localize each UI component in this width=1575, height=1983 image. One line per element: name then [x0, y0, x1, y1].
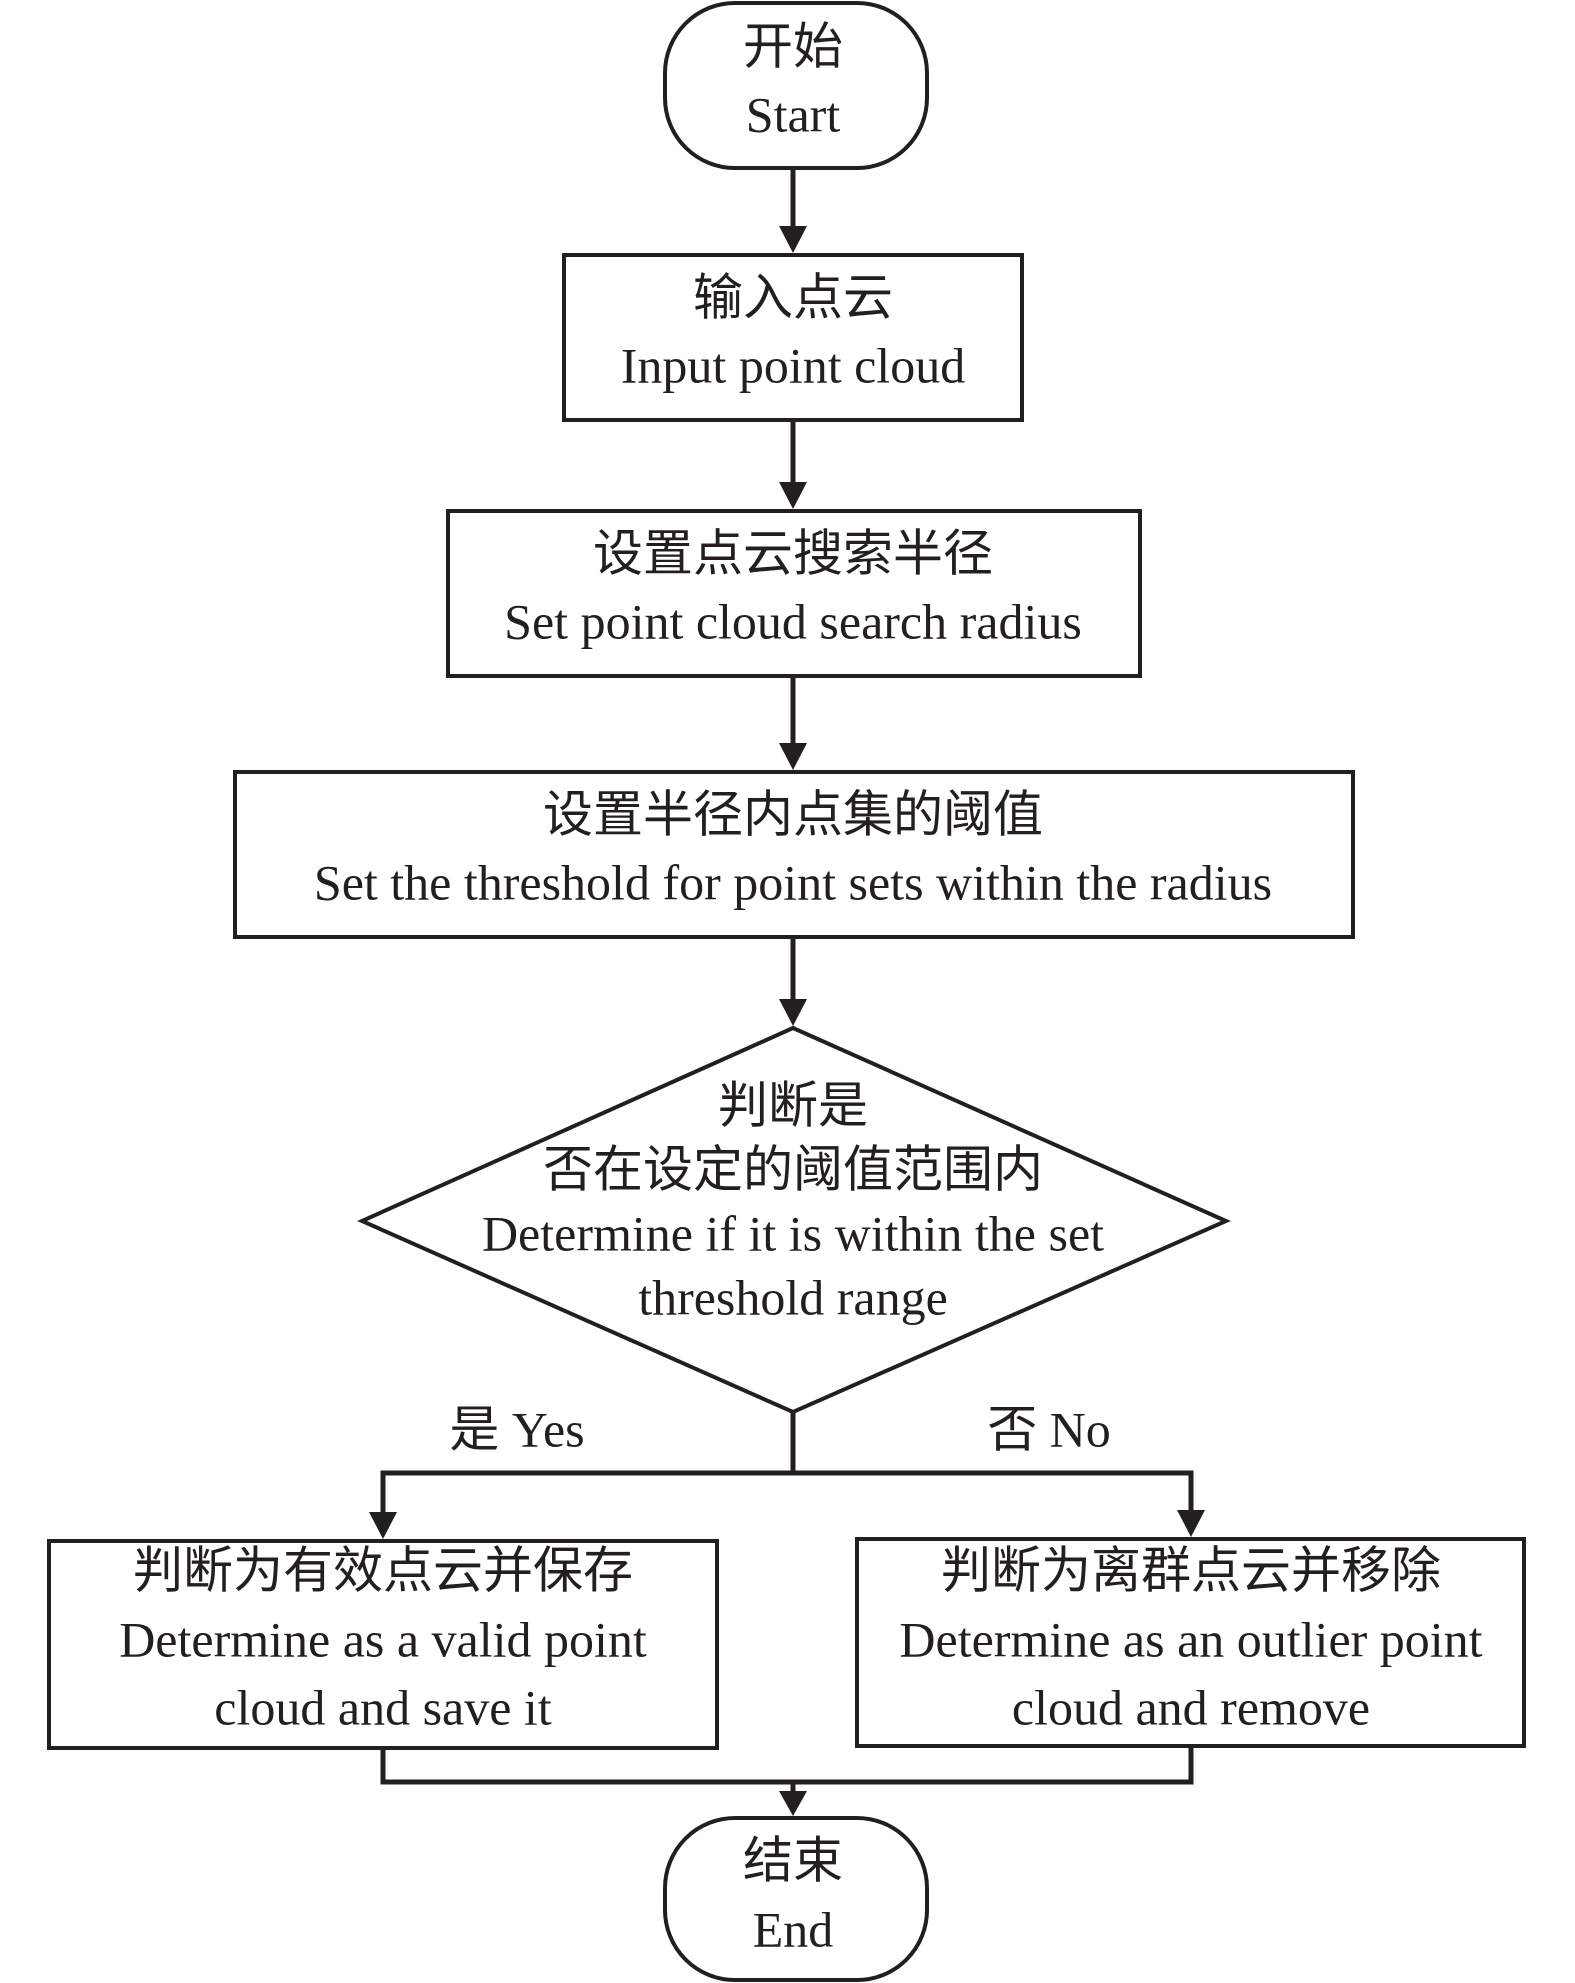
arrowhead-threshold — [779, 743, 807, 770]
end-label-en: End — [753, 1901, 834, 1957]
connector-yes-branch — [380, 1470, 793, 1515]
remove-box — [855, 1537, 1526, 1748]
decision-node: 判断是 否在设定的阈值范围内 Determine if it is within… — [357, 1025, 1231, 1415]
connector-no-branch — [793, 1470, 1194, 1513]
save-label-en-2: cloud and save it — [214, 1679, 552, 1735]
end-node: 结束 End — [663, 1816, 929, 1982]
arrowhead-input — [779, 226, 807, 253]
end-label-zh: 结束 — [743, 1832, 843, 1888]
no-branch-label: 否 No — [987, 1401, 1111, 1457]
arrowhead-end — [779, 1791, 807, 1816]
arrowhead-remove — [1177, 1510, 1205, 1537]
input-label-zh: 输入点云 — [693, 269, 893, 325]
remove-node: 判断为离群点云并移除 Determine as an outlier point… — [855, 1537, 1526, 1748]
connector-save-merge — [380, 1748, 793, 1785]
arrowhead-radius — [779, 482, 807, 509]
start-terminal-shape — [663, 1, 929, 170]
arrowhead-save — [369, 1512, 397, 1539]
arrowhead-decision — [779, 999, 807, 1026]
start-node: 开始 Start — [663, 1, 929, 170]
set-threshold-box — [233, 770, 1355, 939]
yes-branch-label: 是 Yes — [449, 1401, 584, 1457]
save-label-en-1: Determine as a valid point — [119, 1611, 647, 1667]
decision-label-zh-2: 否在设定的阈值范围内 — [543, 1141, 1043, 1197]
connector-remove-merge — [793, 1746, 1194, 1785]
end-terminal-shape — [663, 1816, 929, 1982]
set-radius-box — [446, 509, 1142, 678]
decision-label-en-1: Determine if it is within the set — [482, 1205, 1104, 1261]
remove-label-zh: 判断为离群点云并移除 — [941, 1542, 1441, 1598]
input-node: 输入点云 Input point cloud — [562, 253, 1024, 422]
set-radius-label-zh: 设置点云搜索半径 — [593, 525, 993, 581]
set-radius-node: 设置点云搜索半径 Set point cloud search radius — [446, 509, 1142, 678]
set-threshold-node: 设置半径内点集的阈值 Set the threshold for point s… — [233, 770, 1355, 939]
input-box — [562, 253, 1024, 422]
decision-label-zh-1: 判断是 — [718, 1077, 868, 1133]
decision-label-en-2: threshold range — [638, 1269, 948, 1325]
save-node: 判断为有效点云并保存 Determine as a valid point cl… — [47, 1539, 719, 1750]
start-label-zh: 开始 — [743, 18, 843, 74]
input-label-en: Input point cloud — [621, 337, 965, 393]
set-radius-label-en: Set point cloud search radius — [504, 593, 1082, 649]
save-box — [47, 1539, 719, 1750]
set-threshold-label-en: Set the threshold for point sets within … — [314, 854, 1272, 910]
remove-label-en-1: Determine as an outlier point — [899, 1611, 1482, 1667]
start-label-en: Start — [746, 86, 841, 142]
remove-label-en-2: cloud and remove — [1012, 1679, 1370, 1735]
set-threshold-label-zh: 设置半径内点集的阈值 — [543, 786, 1043, 842]
save-label-zh: 判断为有效点云并保存 — [133, 1542, 633, 1598]
